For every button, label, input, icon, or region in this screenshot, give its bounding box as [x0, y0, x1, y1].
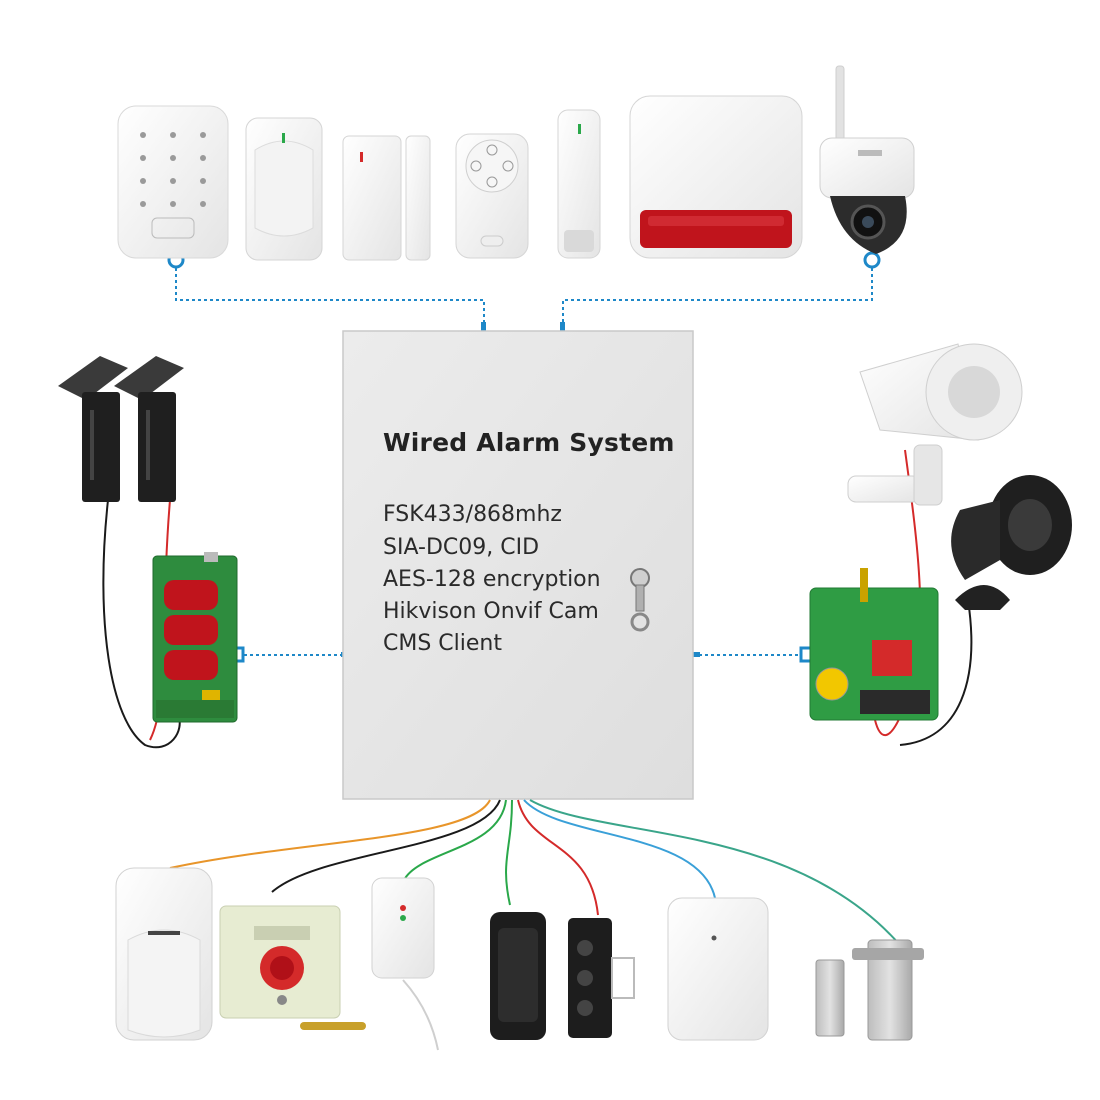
panic-button [219, 905, 366, 1030]
wireless-input-module [152, 552, 238, 723]
ceiling-detector [667, 897, 769, 1041]
pir-sensor [245, 117, 323, 261]
keypad [117, 105, 229, 259]
link-right-top [562, 262, 873, 330]
horn-siren [951, 475, 1072, 610]
lock-key-icon [630, 568, 650, 632]
spec-line-2: SIA-DC09, CID [383, 535, 540, 560]
spec-line-1: FSK433/868mhz [383, 502, 562, 527]
link-left-top [175, 262, 485, 330]
wireless-links [175, 262, 873, 656]
wireless-relay-module [809, 568, 939, 721]
outdoor-siren [629, 95, 803, 259]
spec-line-5: CMS Client [383, 631, 502, 656]
door-contact [342, 135, 431, 261]
remote-keyfob [455, 133, 529, 259]
outdoor-speaker [847, 343, 1023, 506]
panel-title: Wired Alarm System [383, 428, 675, 457]
control-panel [342, 330, 694, 800]
beam-detectors [58, 356, 184, 502]
beam-transmitter [490, 912, 546, 1040]
beam-receiver [568, 918, 635, 1038]
metal-door-contact [815, 939, 924, 1041]
glass-break-sensor [371, 877, 439, 1051]
wired-pir-sensor [115, 867, 213, 1041]
vibration-sensor [557, 109, 601, 259]
spec-line-4: Hikvison Onvif Cam [383, 599, 599, 624]
spec-line-3: AES-128 encryption [383, 567, 601, 592]
bottom-wires [169, 799, 901, 946]
ptz-camera [819, 65, 915, 254]
